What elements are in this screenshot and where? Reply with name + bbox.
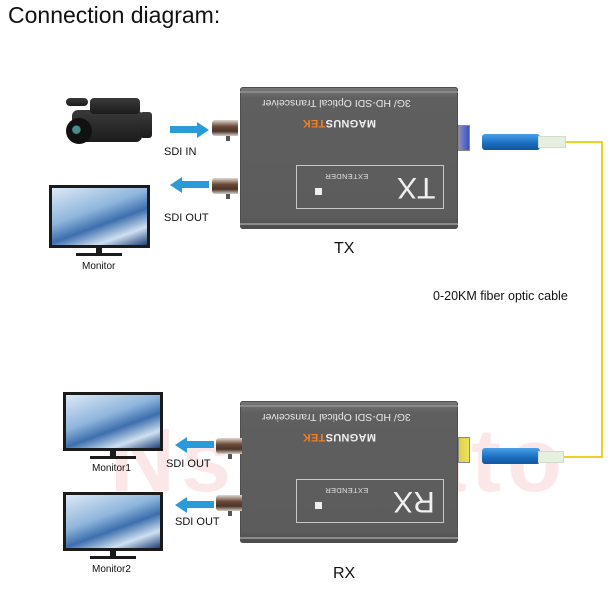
tx-device: 3G/ HD-SDI Optical Transceiver MAGNUSTEK…	[240, 87, 458, 229]
tx-sfp-port	[458, 125, 470, 151]
brand-accent: TEK	[302, 431, 326, 443]
bnc-foot	[226, 194, 230, 199]
fiber-cable-vertical	[601, 141, 603, 458]
tx-brand-logo: MAGNUSTEK	[300, 117, 376, 129]
brand-accent: TEK	[302, 117, 326, 129]
rx-sdi-out2-label: SDI OUT	[175, 516, 220, 528]
panel-mark-icon	[315, 502, 322, 509]
fiber-cable-label: 0-20KM fiber optic cable	[433, 289, 568, 303]
bnc-foot	[226, 136, 230, 141]
monitor2-label: Monitor2	[92, 564, 131, 575]
brand-main: MAGNUS	[325, 431, 376, 443]
tx-lc-connector	[482, 134, 540, 150]
tx-panel: TX EXTENDER	[296, 165, 444, 209]
tx-product-text: 3G/ HD-SDI Optical Transceiver	[262, 97, 411, 109]
tx-label: TX	[334, 240, 355, 257]
rx-sdi-out1-label: SDI OUT	[166, 458, 211, 470]
brand-main: MAGNUS	[325, 117, 376, 129]
bnc-foot	[228, 511, 232, 516]
sdi-out-arrow-icon	[175, 497, 215, 513]
rx-label: RX	[333, 565, 356, 582]
monitor-icon	[63, 392, 165, 462]
tx-connector-boot	[538, 136, 566, 148]
sdi-out-arrow-icon	[175, 437, 215, 453]
fiber-cable-bottom	[563, 456, 603, 458]
rx-panel-sub: EXTENDER	[325, 486, 369, 495]
monitor1-label: Monitor1	[92, 463, 131, 474]
rx-product-text: 3G/ HD-SDI Optical Transceiver	[262, 411, 411, 423]
rx-device: 3G/ HD-SDI Optical Transceiver MAGNUSTEK…	[240, 401, 458, 543]
tx-panel-sub: EXTENDER	[325, 172, 369, 181]
rx-sfp-port	[458, 437, 470, 463]
monitor-icon	[63, 492, 165, 562]
diagram-title: Connection diagram:	[8, 2, 221, 28]
tx-panel-text: TX	[397, 171, 436, 204]
fiber-cable-top	[566, 141, 603, 143]
sdi-in-arrow-icon	[170, 122, 210, 138]
tx-sdi-out-label: SDI OUT	[164, 212, 209, 224]
panel-mark-icon	[315, 188, 322, 195]
bnc-foot	[228, 454, 232, 459]
rx-panel: RX EXTENDER	[296, 479, 444, 523]
rx-panel-text: RX	[393, 485, 435, 518]
sdi-out-arrow-icon	[170, 177, 210, 193]
camcorder-icon	[62, 92, 157, 162]
tx-sdi-in-label: SDI IN	[164, 146, 197, 158]
tx-bnc-out-connector	[212, 178, 238, 194]
tx-bnc-in-connector	[212, 120, 238, 136]
monitor-icon	[49, 185, 151, 275]
rx-brand-logo: MAGNUSTEK	[300, 431, 376, 443]
rx-lc-connector	[482, 448, 540, 464]
rx-bnc-out1-connector	[216, 438, 242, 454]
tx-monitor-label: Monitor	[82, 261, 116, 272]
rx-connector-boot	[538, 451, 564, 463]
rx-bnc-out2-connector	[216, 495, 242, 511]
